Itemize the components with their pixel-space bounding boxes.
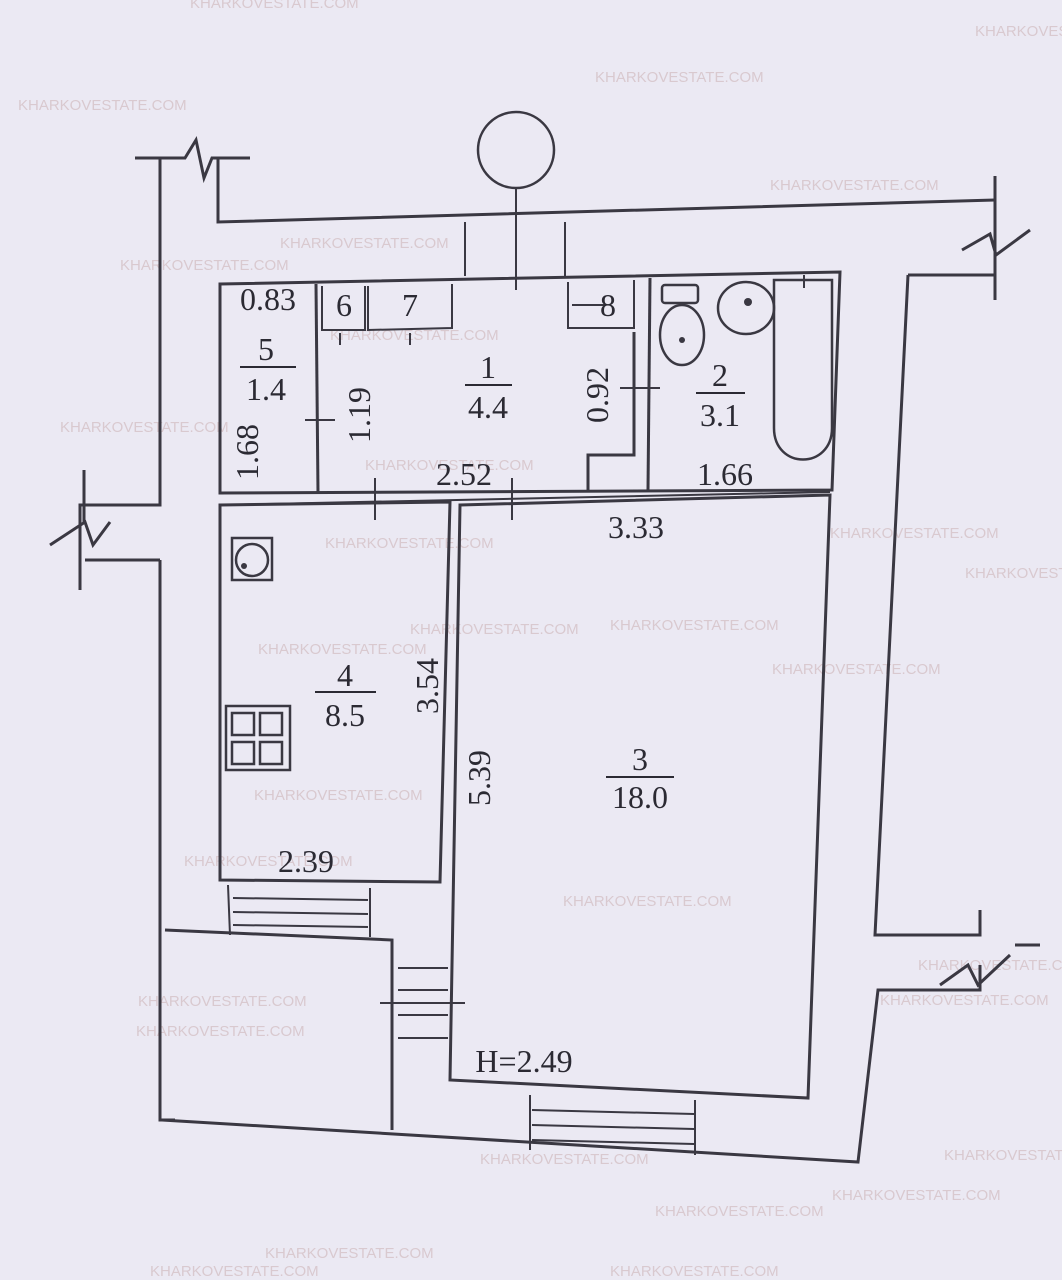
dimension-label: 3.33 xyxy=(608,509,664,545)
room-area: 4.4 xyxy=(468,389,508,425)
watermark: KHARKOVESTATE.COM xyxy=(975,23,1062,40)
kitchen-fixtures xyxy=(224,536,292,772)
watermark: KHARKOVESTATE.COM xyxy=(18,97,187,114)
room-5-label: 5 1.4 xyxy=(240,331,296,407)
room-number: 1 xyxy=(480,349,496,385)
room-3-label: 3 18.0 xyxy=(606,741,674,815)
watermark: KHARKOVESTATE.COM xyxy=(610,617,779,634)
watermark: KHARKOVESTATE.COM xyxy=(330,327,499,344)
dimension-labels: 0.83 1.68 1.19 0.92 2.52 1.66 3.33 3.54 … xyxy=(229,281,753,1079)
watermark: KHARKOVESTATE.COM xyxy=(770,177,939,194)
room-number: 3 xyxy=(632,741,648,777)
watermark: KHARKOVESTATE.COM xyxy=(258,641,427,658)
room-1-label: 1 4.4 xyxy=(465,349,512,425)
compass-circle xyxy=(476,110,556,190)
room-area: 18.0 xyxy=(612,779,668,815)
watermark: KHARKOVESTATE.COM xyxy=(184,853,353,870)
room-number: 5 xyxy=(258,331,274,367)
watermark: KHARKOVESTATE.COM xyxy=(190,0,359,12)
watermarks: KHARKOVESTATE.COM KHARKOVESTATE.COM KHAR… xyxy=(18,0,1062,1280)
room-2-label: 2 3.1 xyxy=(696,357,745,433)
room-area: 1.4 xyxy=(246,371,286,407)
watermark: KHARKOVESTATE.COM xyxy=(480,1151,649,1168)
dimension-label: 1.19 xyxy=(341,387,377,443)
watermark: KHARKOVESTATE.COM xyxy=(595,69,764,86)
room-area: 8.5 xyxy=(325,697,365,733)
room-7-label: 7 xyxy=(402,287,418,323)
watermark: KHARKOVESTATE.COM xyxy=(138,993,307,1010)
room-number: 4 xyxy=(337,657,353,693)
room-area: 3.1 xyxy=(700,397,740,433)
watermark: KHARKOVESTATE.COM xyxy=(655,1203,824,1220)
watermark: KHARKOVESTATE.COM xyxy=(965,565,1062,582)
watermark: KHARKOVESTATE.COM xyxy=(944,1147,1062,1164)
watermark: KHARKOVESTATE.COM xyxy=(136,1023,305,1040)
outer-walls xyxy=(49,135,1040,1164)
watermark: KHARKOVESTATE.COM xyxy=(772,661,941,678)
apartment xyxy=(164,270,842,1155)
dimension-label: 3.54 xyxy=(409,658,445,714)
room-6-label: 6 xyxy=(336,287,352,323)
watermark: KHARKOVESTATE.COM xyxy=(254,787,423,804)
dimension-label: 5.39 xyxy=(461,750,497,806)
watermark: KHARKOVESTATE.COM xyxy=(365,457,534,474)
watermark: KHARKOVESTATE.COM xyxy=(265,1245,434,1262)
ceiling-height-label: H=2.49 xyxy=(475,1043,572,1079)
watermark: KHARKOVESTATE.COM xyxy=(150,1263,319,1280)
watermark: KHARKOVESTATE.COM xyxy=(610,1263,779,1280)
kitchen-sink-icon xyxy=(230,536,274,582)
toilet-icon xyxy=(658,283,706,367)
watermark: KHARKOVESTATE.COM xyxy=(918,957,1062,974)
dimension-label: 2.52 xyxy=(436,456,492,492)
watermark: KHARKOVESTATE.COM xyxy=(280,235,449,252)
watermark: KHARKOVESTATE.COM xyxy=(325,535,494,552)
watermark: KHARKOVESTATE.COM xyxy=(832,1187,1001,1204)
room-8-label: 8 xyxy=(600,287,616,323)
watermark: KHARKOVESTATE.COM xyxy=(563,893,732,910)
dimension-label: 1.66 xyxy=(697,456,753,492)
watermark: KHARKOVESTATE.COM xyxy=(410,621,579,638)
watermark: KHARKOVESTATE.COM xyxy=(120,257,289,274)
stove-icon xyxy=(224,704,292,772)
dimension-label: 1.68 xyxy=(229,424,265,480)
watermark: KHARKOVESTATE.COM xyxy=(880,992,1049,1009)
room-4-label: 4 8.5 xyxy=(315,657,376,733)
dimension-label: 0.92 xyxy=(579,367,615,423)
watermark: KHARKOVESTATE.COM xyxy=(60,419,229,436)
bathroom-fixtures xyxy=(658,275,834,461)
bathtub-icon xyxy=(772,275,834,461)
dimension-label: 2.39 xyxy=(278,843,334,879)
room-number: 2 xyxy=(712,357,728,393)
dimension-label: 0.83 xyxy=(240,281,296,317)
sink-icon xyxy=(716,280,776,336)
watermark: KHARKOVESTATE.COM xyxy=(830,525,999,542)
compass xyxy=(476,110,556,290)
room-labels: 1 4.4 2 3.1 3 18.0 4 8.5 5 1.4 6 7 8 xyxy=(240,287,745,815)
